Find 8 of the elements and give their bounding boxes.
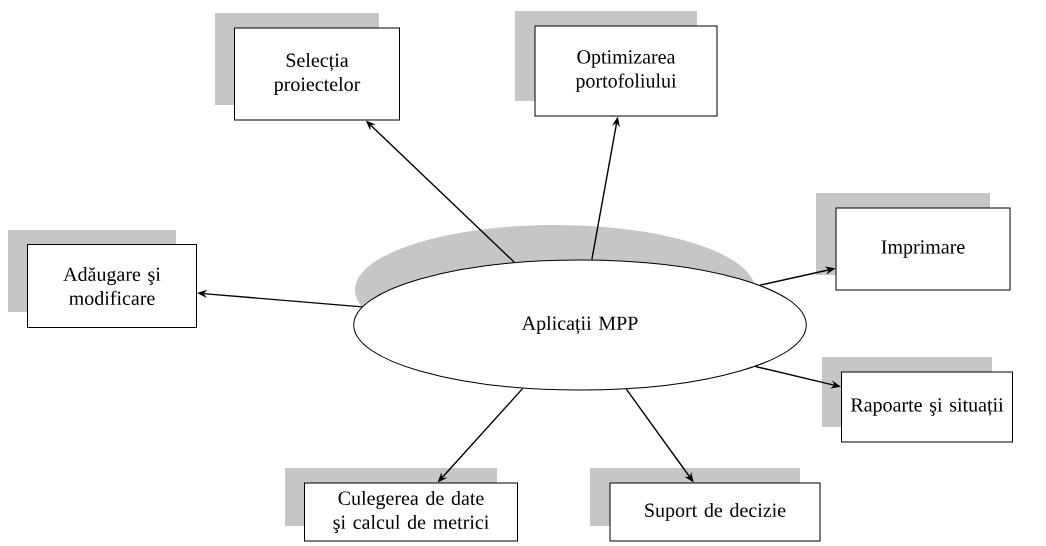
process-box: Rapoarte şi situații	[841, 371, 1013, 443]
process-box: Optimizarea portofoliului	[534, 25, 718, 117]
ellipse-node: Aplicații MPP	[353, 259, 807, 391]
process-box: Imprimare	[835, 207, 1011, 291]
process-box: Culegerea de date şi calcul de metrici	[304, 482, 518, 542]
process-box: Suport de decizie	[609, 482, 821, 542]
process-box: Selecția proiectelor	[234, 27, 400, 121]
process-box: Adăugare şi modificare	[27, 244, 197, 328]
